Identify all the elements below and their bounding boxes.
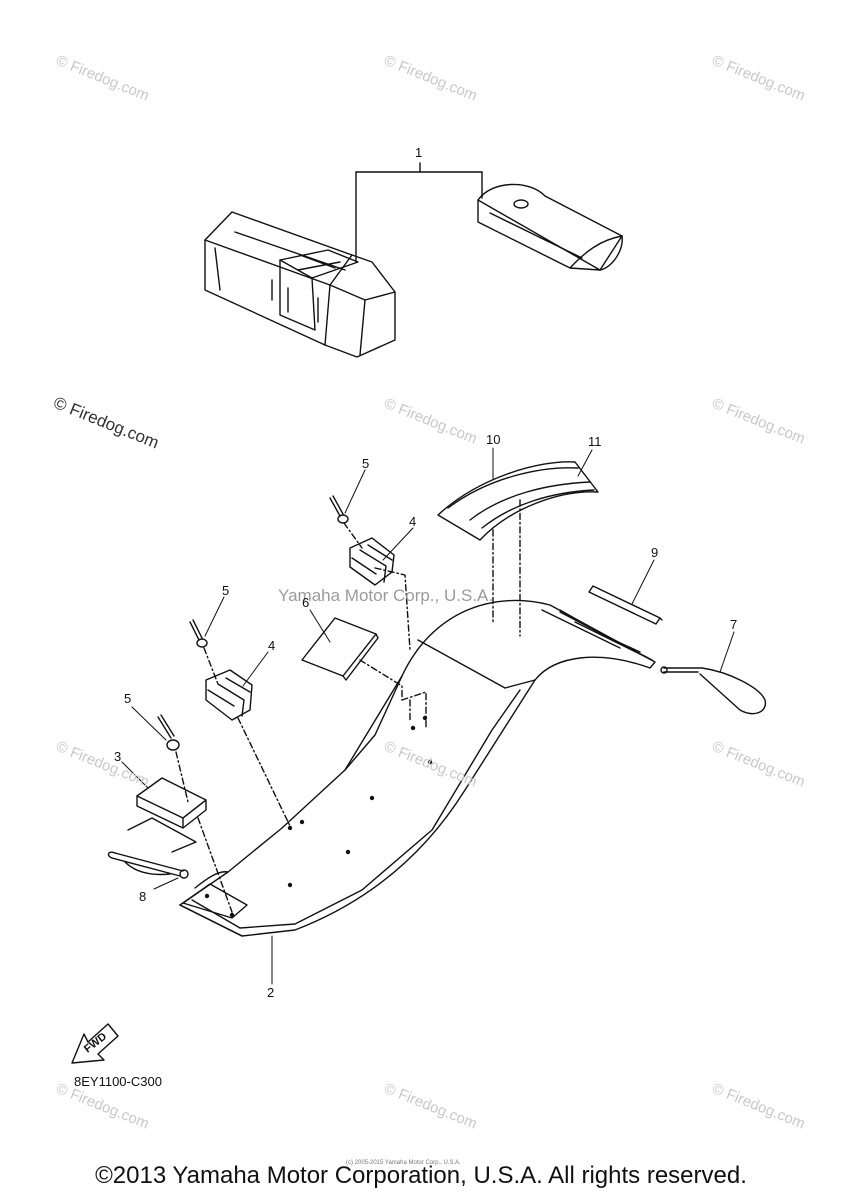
- callout-2: 2: [267, 985, 275, 1000]
- screw-top: [329, 495, 363, 549]
- callout-11: 11: [588, 434, 602, 449]
- rod: [588, 585, 663, 625]
- callout-9: 9: [651, 545, 659, 560]
- callout-5-low: 5: [124, 691, 132, 706]
- tool-bag-rolled: [204, 211, 396, 358]
- screw-mid: [189, 619, 219, 685]
- clip-upper: [349, 537, 411, 651]
- tiny-copyright: (c) 2005-2015 Yamaha Motor Corp., U.S.A.: [346, 1160, 461, 1166]
- clip-lower: [205, 669, 291, 827]
- part-1-leader: [355, 162, 483, 263]
- callout-7: 7: [730, 617, 738, 632]
- plate-holes: [204, 715, 433, 918]
- callout-4-upper: 4: [409, 514, 417, 529]
- fwd-arrow-icon: [71, 1023, 119, 1064]
- bracket: [127, 777, 207, 853]
- center-watermark: Yamaha Motor Corp., U.S.A.: [278, 586, 494, 605]
- callout-1: 1: [415, 145, 423, 160]
- callout-8: 8: [139, 889, 147, 904]
- callout-5-mid: 5: [222, 583, 230, 598]
- label-plate: [301, 617, 427, 729]
- callout-3: 3: [114, 749, 122, 764]
- decal: [437, 461, 599, 637]
- callout-6: 6: [302, 595, 310, 610]
- screw-low: [157, 714, 189, 803]
- pin: [107, 851, 189, 879]
- leader-lines: [121, 447, 735, 985]
- main-plate: [179, 599, 656, 937]
- footer-copyright: ©2013 Yamaha Motor Corporation, U.S.A. A…: [95, 1162, 747, 1189]
- callout-10: 10: [486, 432, 501, 447]
- hook: [559, 609, 767, 715]
- bracket-mount-line: [197, 817, 233, 913]
- tool-bag-pouch: [477, 183, 623, 271]
- callout-4-lower: 4: [268, 638, 276, 653]
- diagram-code: 8EY1100-C300: [74, 1074, 162, 1089]
- callout-5-top: 5: [362, 456, 370, 471]
